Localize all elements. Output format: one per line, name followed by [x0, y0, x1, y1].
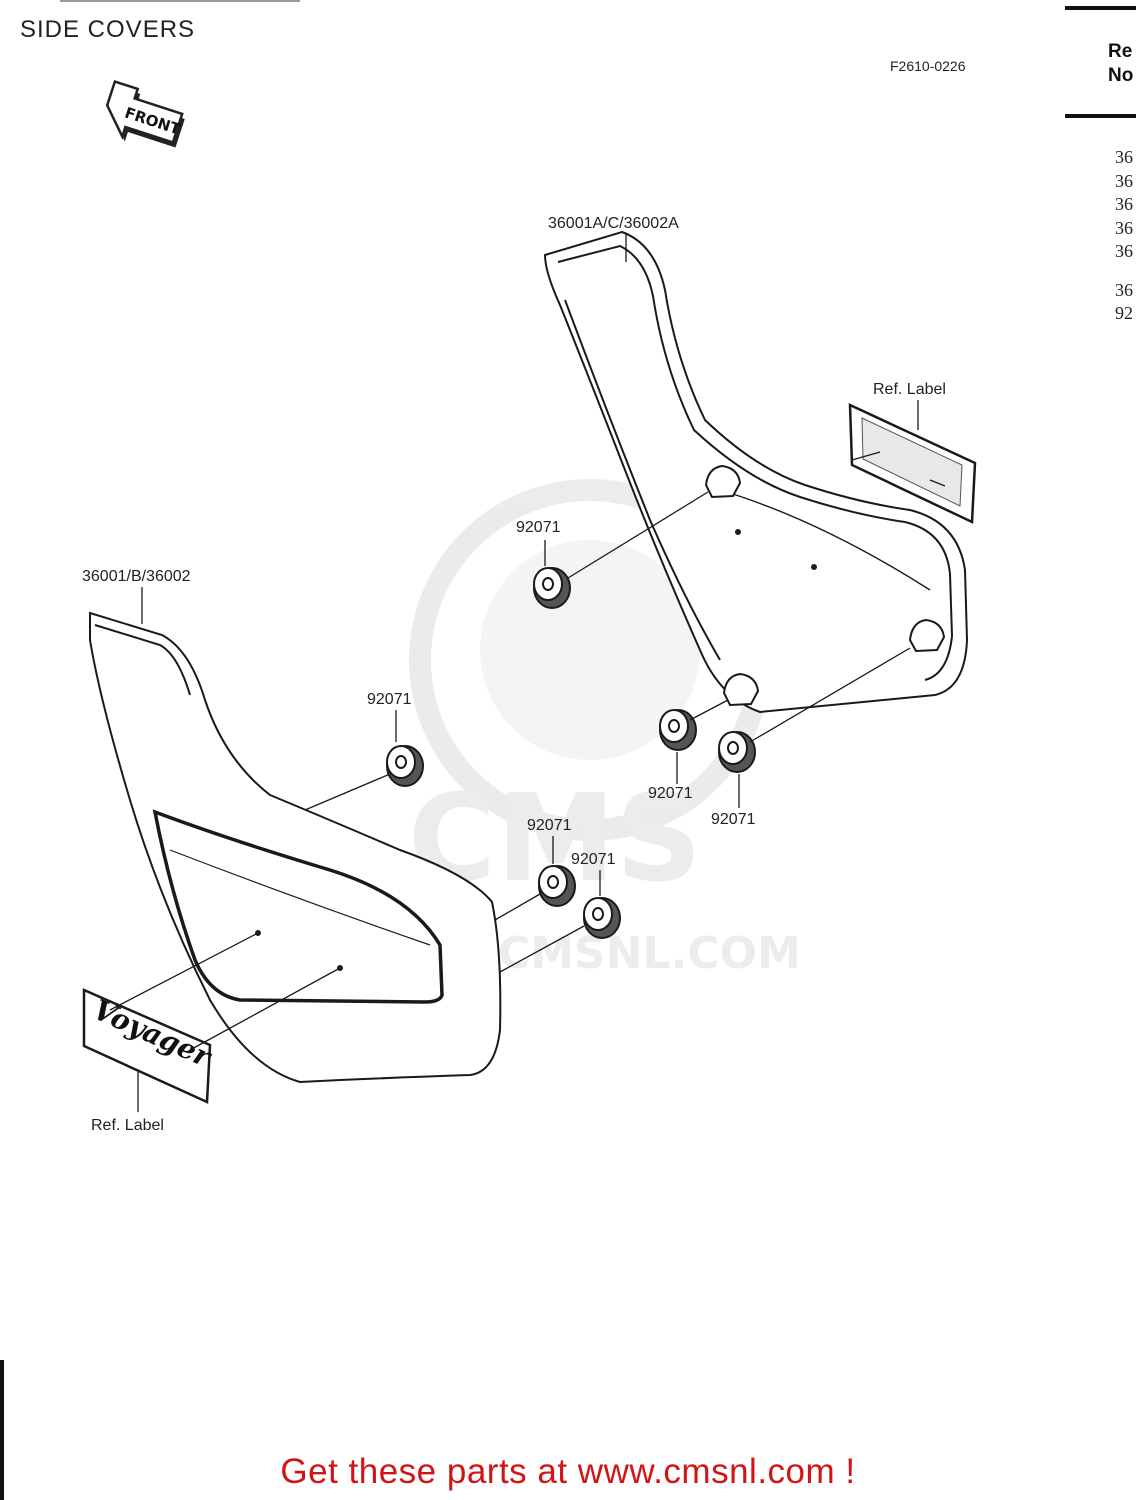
ref-number: 36: [1115, 147, 1133, 167]
ref-header-line-2: No: [1108, 65, 1134, 86]
ref-number: 36: [1115, 194, 1133, 214]
grommet-hole: [592, 907, 604, 921]
page-title: SIDE COVERS: [20, 16, 196, 43]
ref-number-list: 36 36 36 36 36 36 92: [1115, 146, 1133, 326]
assembly-line: [189, 967, 341, 1051]
right-cover-screw-hole: [735, 529, 741, 535]
ref-column-header: Re No: [1108, 40, 1133, 88]
callout-grommet: 92071: [648, 785, 693, 802]
ref-header-line-1: Re: [1108, 41, 1133, 62]
callout-grommet: 92071: [711, 811, 756, 828]
ref-header-rule-bottom: [1065, 114, 1136, 118]
footer-link[interactable]: Get these parts at www.cmsnl.com !: [280, 1452, 856, 1491]
grommet-hole: [395, 755, 407, 769]
grommet-hole: [727, 741, 739, 755]
callout-right-label: Ref. Label: [873, 381, 946, 398]
right-label-pattern: [861, 417, 963, 507]
right-cover-face-line: [719, 489, 931, 591]
front-direction-arrow: FRONT: [105, 79, 185, 148]
left-cover-top-flange: [94, 624, 191, 696]
grommet: [533, 567, 571, 609]
callout-left-cover: 36001/B/36002: [82, 568, 191, 585]
mounting-pin: [704, 464, 742, 499]
mounting-pin: [908, 618, 946, 653]
figure-code: F2610-0226: [890, 58, 966, 74]
assembly-lines: [109, 451, 946, 1051]
front-arrow-shape: [105, 79, 184, 145]
ref-number: 92: [1115, 303, 1133, 323]
top-rule: [60, 0, 300, 2]
left-side-cover: [89, 611, 502, 1084]
right-cover-outline: [543, 230, 969, 714]
callout-grommet: 92071: [571, 851, 616, 868]
assembly-line: [689, 699, 729, 721]
grommets: [386, 567, 756, 939]
assembly-line: [109, 932, 259, 1011]
ref-number: 36: [1115, 279, 1133, 300]
callout-grommet: 92071: [367, 691, 412, 708]
right-cover-screw-hole: [811, 564, 817, 570]
right-cover-mounting-pins: [704, 464, 946, 707]
right-cover-inner-edge: [564, 299, 721, 661]
voyager-label-plate: [82, 988, 212, 1104]
ref-number: 36: [1115, 217, 1133, 238]
assembly-line: [851, 451, 881, 461]
callout-left-label: Ref. Label: [91, 1117, 164, 1134]
grommet-hole: [547, 875, 559, 889]
right-cover-inner-flange: [557, 244, 954, 681]
page-edge-bar: [0, 1360, 4, 1500]
callout-right-cover: 36001A/C/36002A: [548, 215, 679, 232]
grommet-hole: [542, 577, 554, 591]
grommet: [583, 897, 621, 939]
grommet: [386, 745, 424, 787]
left-cover-face-line: [169, 849, 431, 946]
callout-grommet: 92071: [516, 519, 561, 536]
right-reflector-label: [848, 403, 977, 524]
right-side-cover: [543, 230, 969, 714]
assembly-line: [749, 647, 911, 743]
grommet: [538, 865, 576, 907]
ref-number: 36: [1115, 170, 1133, 191]
grommet-hole: [668, 719, 680, 733]
assembly-line: [567, 491, 709, 579]
grommet: [718, 731, 756, 773]
assembly-line: [499, 925, 585, 973]
assembly-line: [494, 893, 541, 921]
left-cover-outline: [89, 611, 502, 1084]
assembly-line: [304, 773, 391, 811]
grommet: [659, 709, 697, 751]
ref-number: 36: [1115, 241, 1133, 261]
assembly-line: [929, 479, 946, 487]
ref-header-rule-top: [1065, 6, 1136, 10]
mounting-pin: [722, 672, 760, 707]
callout-grommet: 92071: [527, 817, 572, 834]
exploded-parts-diagram: CMS WWW.CMSNL.COM FRONT Voyag: [82, 79, 977, 1134]
callout-leaders: [137, 234, 919, 1112]
left-cover-recess: [152, 809, 444, 1004]
